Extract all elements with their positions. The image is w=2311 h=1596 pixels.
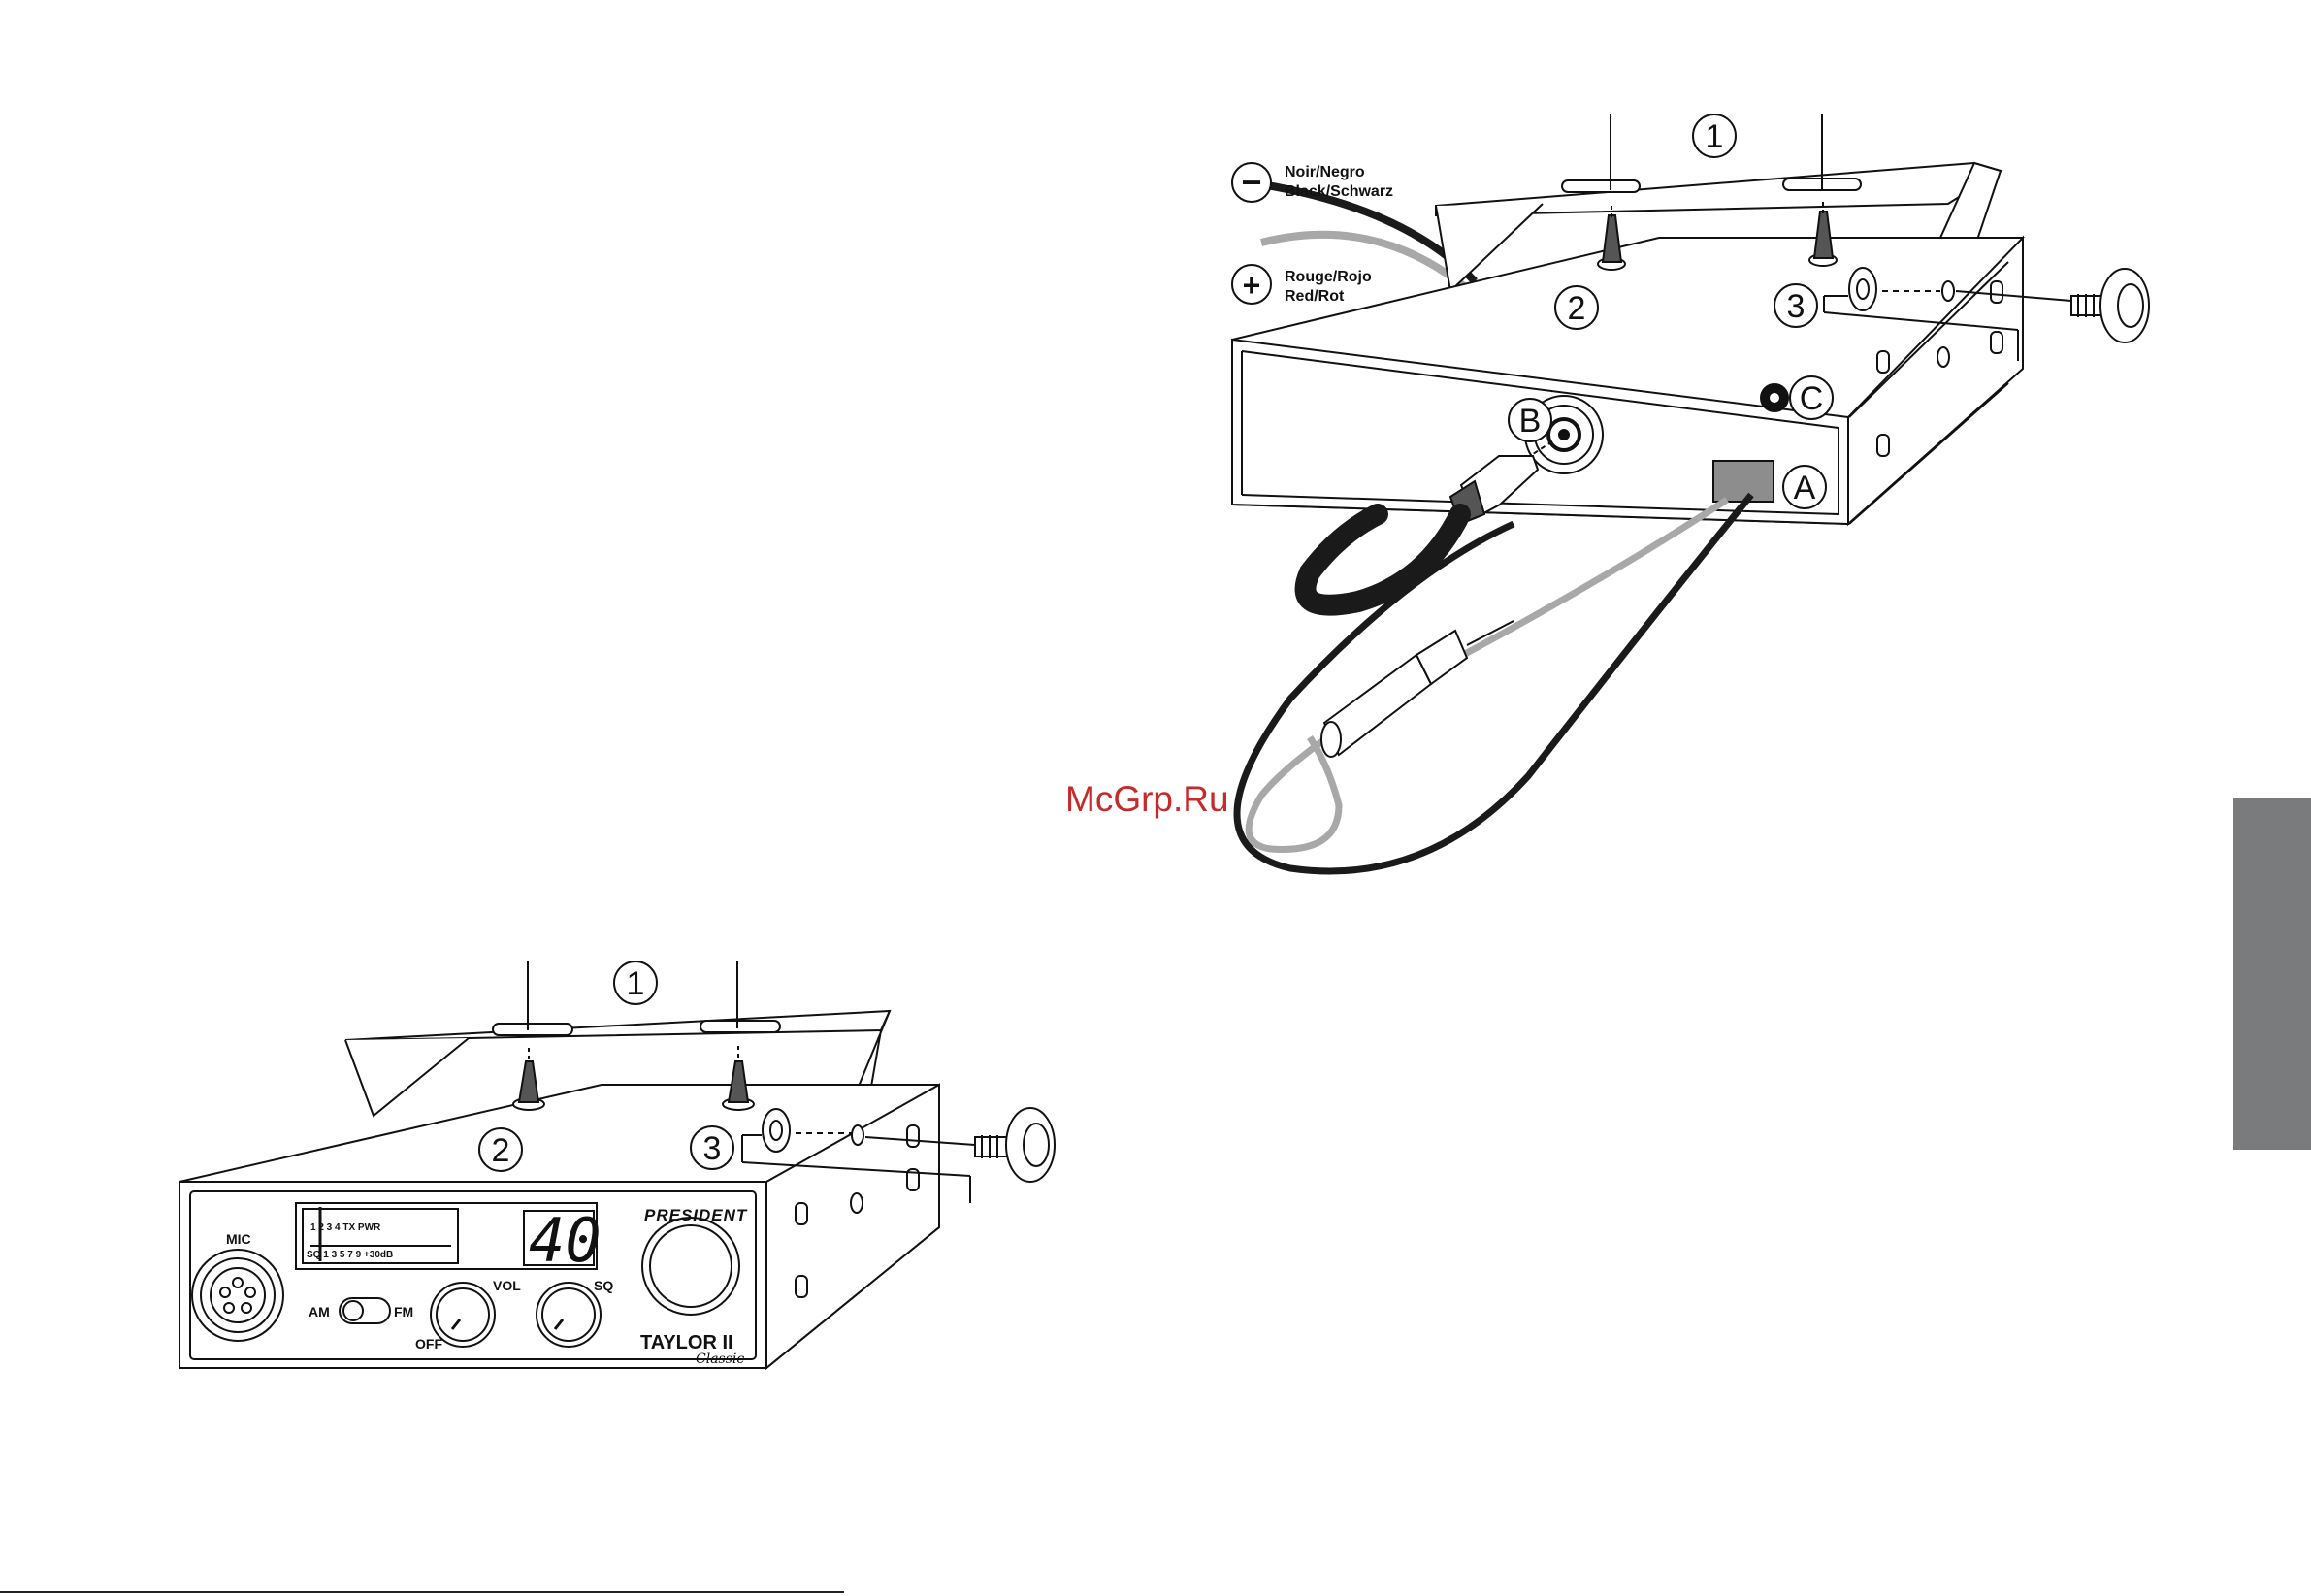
channel-selector-knob: [642, 1218, 739, 1315]
callout-ext-speaker: C: [1800, 380, 1824, 417]
negative-wire-label-2: Black/Schwarz: [1285, 183, 1393, 200]
callout-power: A: [1794, 470, 1816, 506]
channel-number: 40: [529, 1205, 602, 1276]
callout-bracket-rear: 1: [1706, 118, 1724, 155]
ext-speaker-jack: [1761, 384, 1788, 411]
mic-label: MIC: [226, 1231, 251, 1247]
top-screw-left: [1598, 215, 1625, 270]
watermark: McGrp.Ru: [1065, 779, 1229, 819]
negative-symbol: −: [1241, 162, 1261, 202]
squelch-knob: [537, 1283, 601, 1347]
fm-label: FM: [394, 1304, 413, 1319]
model-name: TAYLOR II: [640, 1332, 733, 1353]
mounting-knob: [2071, 269, 2149, 342]
front-top-screw-left: [513, 1061, 544, 1110]
mic-socket: [192, 1250, 283, 1341]
am-fm-switch: [340, 1298, 390, 1323]
rear-view-diagram: [1232, 114, 2149, 871]
model-script: Classic: [696, 1352, 744, 1367]
vol-label: VOL: [493, 1278, 521, 1293]
callout-antenna: B: [1519, 403, 1542, 440]
off-label: OFF: [415, 1336, 442, 1352]
front-mounting-knob: [975, 1108, 1055, 1182]
antenna-coax-cable: [1306, 514, 1460, 605]
callout-screw-front: 2: [492, 1132, 510, 1169]
meter-scale-top: 1 2 3 4 TX PWR: [310, 1222, 381, 1233]
negative-wire-label-1: Noir/Negro: [1285, 164, 1365, 180]
positive-symbol: +: [1243, 268, 1261, 303]
positive-wire-label-1: Rouge/Rojo: [1285, 269, 1372, 285]
callout-side-screw-front: 3: [703, 1130, 722, 1167]
sq-label: SQ: [594, 1278, 613, 1293]
callout-bracket-front: 1: [627, 965, 645, 1002]
positive-wire-label-2: Red/Rot: [1285, 288, 1345, 305]
am-label: AM: [309, 1304, 330, 1319]
power-socket: [1713, 461, 1774, 502]
meter-scale-bottom: SQ 1 3 5 7 9 +30dB: [307, 1250, 393, 1260]
callout-screw-rear: 2: [1568, 290, 1586, 327]
callout-side-screw-rear: 3: [1787, 288, 1806, 325]
brand-name: PRESIDENT: [644, 1206, 748, 1224]
